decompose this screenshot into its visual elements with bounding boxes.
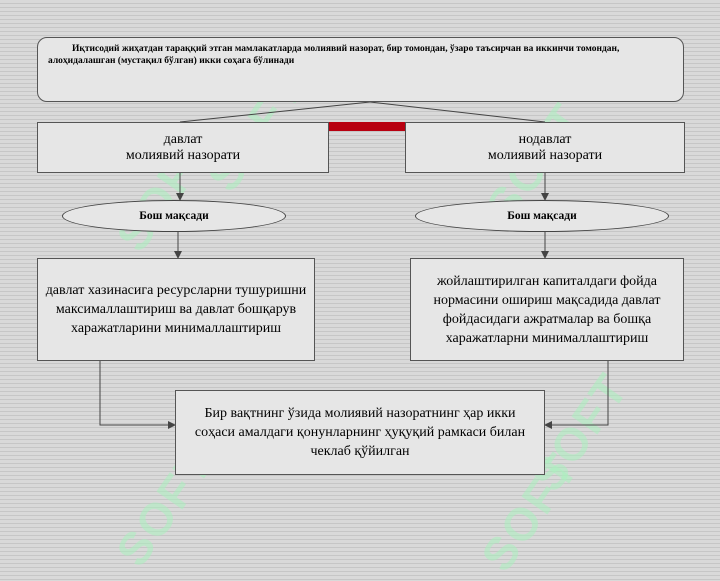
nonstate-control-title-line1: нодавлат [518, 131, 572, 147]
left-main-goal-oval: Бош мақсади [62, 200, 286, 232]
left-main-goal-label: Бош мақсади [139, 210, 209, 222]
red-accent-bar [329, 122, 406, 131]
nonstate-goal-description-text: жойлаштирилган капиталдаги фойда нормаси… [433, 273, 661, 346]
state-goal-description-text: давлат хазинасига ресурсларни тушуришни … [45, 283, 307, 336]
conclusion-box: Бир вақтнинг ўзида молиявий назоратнинг … [175, 390, 545, 475]
state-goal-description-box: давлат хазинасига ресурсларни тушуришни … [37, 258, 315, 361]
arrow-left-desc-to-bottom [99, 361, 176, 429]
nonstate-control-title: нодавлат молиявий назорати [488, 132, 602, 164]
right-main-goal-oval: Бош мақсади [415, 200, 669, 232]
split-line-left [179, 101, 371, 123]
split-line-right [369, 101, 546, 123]
state-control-title-line1: давлат [163, 131, 203, 147]
top-statement-text: Иқтисодий жиҳатдан тараққий этган мамлак… [48, 44, 620, 66]
state-financial-control-box: давлат молиявий назорати [37, 122, 329, 173]
nonstate-goal-description-box: жойлаштирилган капиталдаги фойда нормаси… [410, 258, 684, 361]
state-control-title: давлат молиявий назорати [126, 132, 240, 164]
arrow-right-desc-to-bottom [544, 361, 609, 429]
state-control-title-line2: молиявий назорати [125, 147, 241, 163]
top-statement-box: Иқтисодий жиҳатдан тараққий этган мамлак… [37, 37, 684, 102]
nonstate-financial-control-box: нодавлат молиявий назорати [405, 122, 685, 173]
right-main-goal-label: Бош мақсади [507, 210, 577, 222]
nonstate-control-title-line2: молиявий назорати [487, 147, 603, 163]
conclusion-text: Бир вақтнинг ўзида молиявий назоратнинг … [194, 406, 526, 459]
connector-lines [99, 101, 609, 429]
